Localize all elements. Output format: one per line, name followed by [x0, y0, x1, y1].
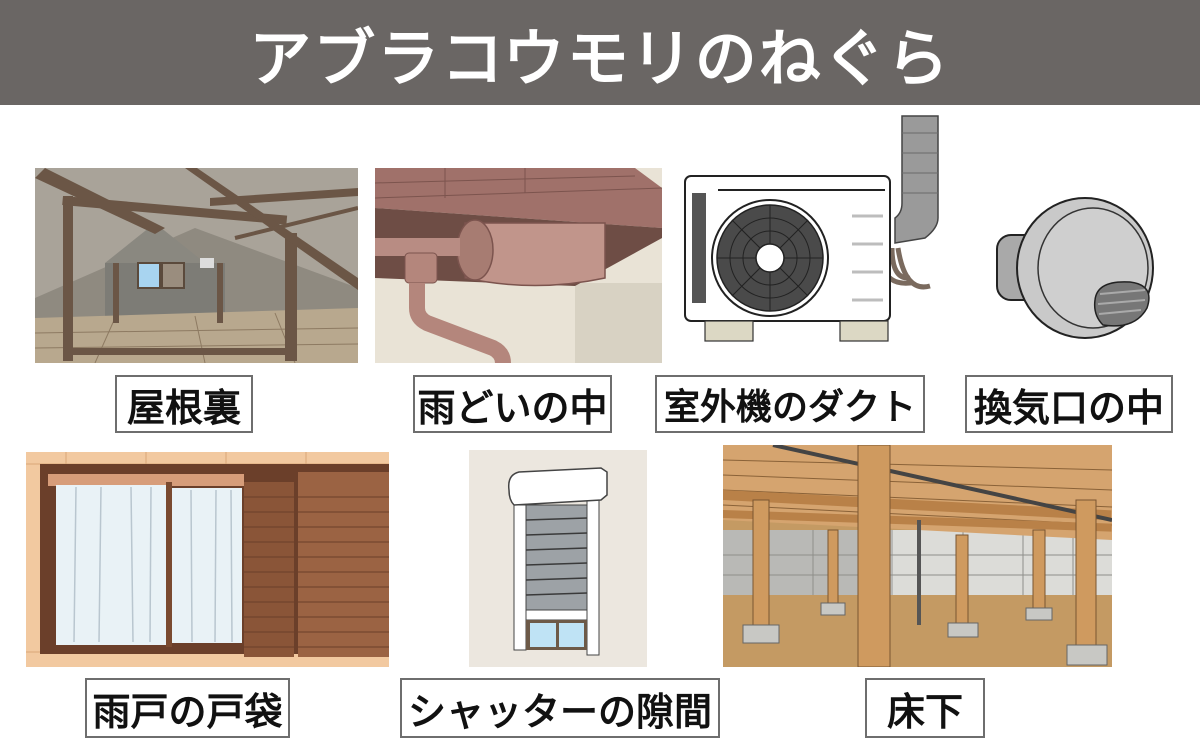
- label-shutter-gap: シャッターの隙間: [400, 678, 720, 738]
- label-ac-duct-text: 室外機のダクト: [663, 387, 916, 428]
- label-gutter-text: 雨どいの中: [417, 385, 608, 430]
- label-attic-text: 屋根裏: [126, 385, 241, 430]
- label-shutter-gap-text: シャッターの隙間: [407, 689, 712, 734]
- label-storm-door-box: 雨戸の戸袋: [85, 678, 290, 738]
- page-title: アブラコウモリのねぐら: [249, 21, 951, 95]
- attic-image: [35, 168, 358, 363]
- label-underfloor-text: 床下: [886, 689, 963, 734]
- underfloor-image: [723, 445, 1112, 667]
- label-attic: 屋根裏: [115, 375, 253, 433]
- label-ac-duct: 室外機のダクト: [655, 375, 925, 433]
- storm-door-image: [26, 452, 389, 667]
- ac-unit-image: [680, 108, 950, 353]
- vent-image: [985, 190, 1165, 340]
- shutter-image: [469, 450, 647, 667]
- label-gutter: 雨どいの中: [413, 375, 612, 433]
- gutter-image: [375, 168, 662, 363]
- label-underfloor: 床下: [865, 678, 985, 738]
- title-banner: アブラコウモリのねぐら: [0, 0, 1200, 105]
- label-vent: 換気口の中: [965, 375, 1173, 433]
- label-storm-door-box-text: 雨戸の戸袋: [92, 689, 283, 734]
- label-vent-text: 換気口の中: [973, 385, 1164, 430]
